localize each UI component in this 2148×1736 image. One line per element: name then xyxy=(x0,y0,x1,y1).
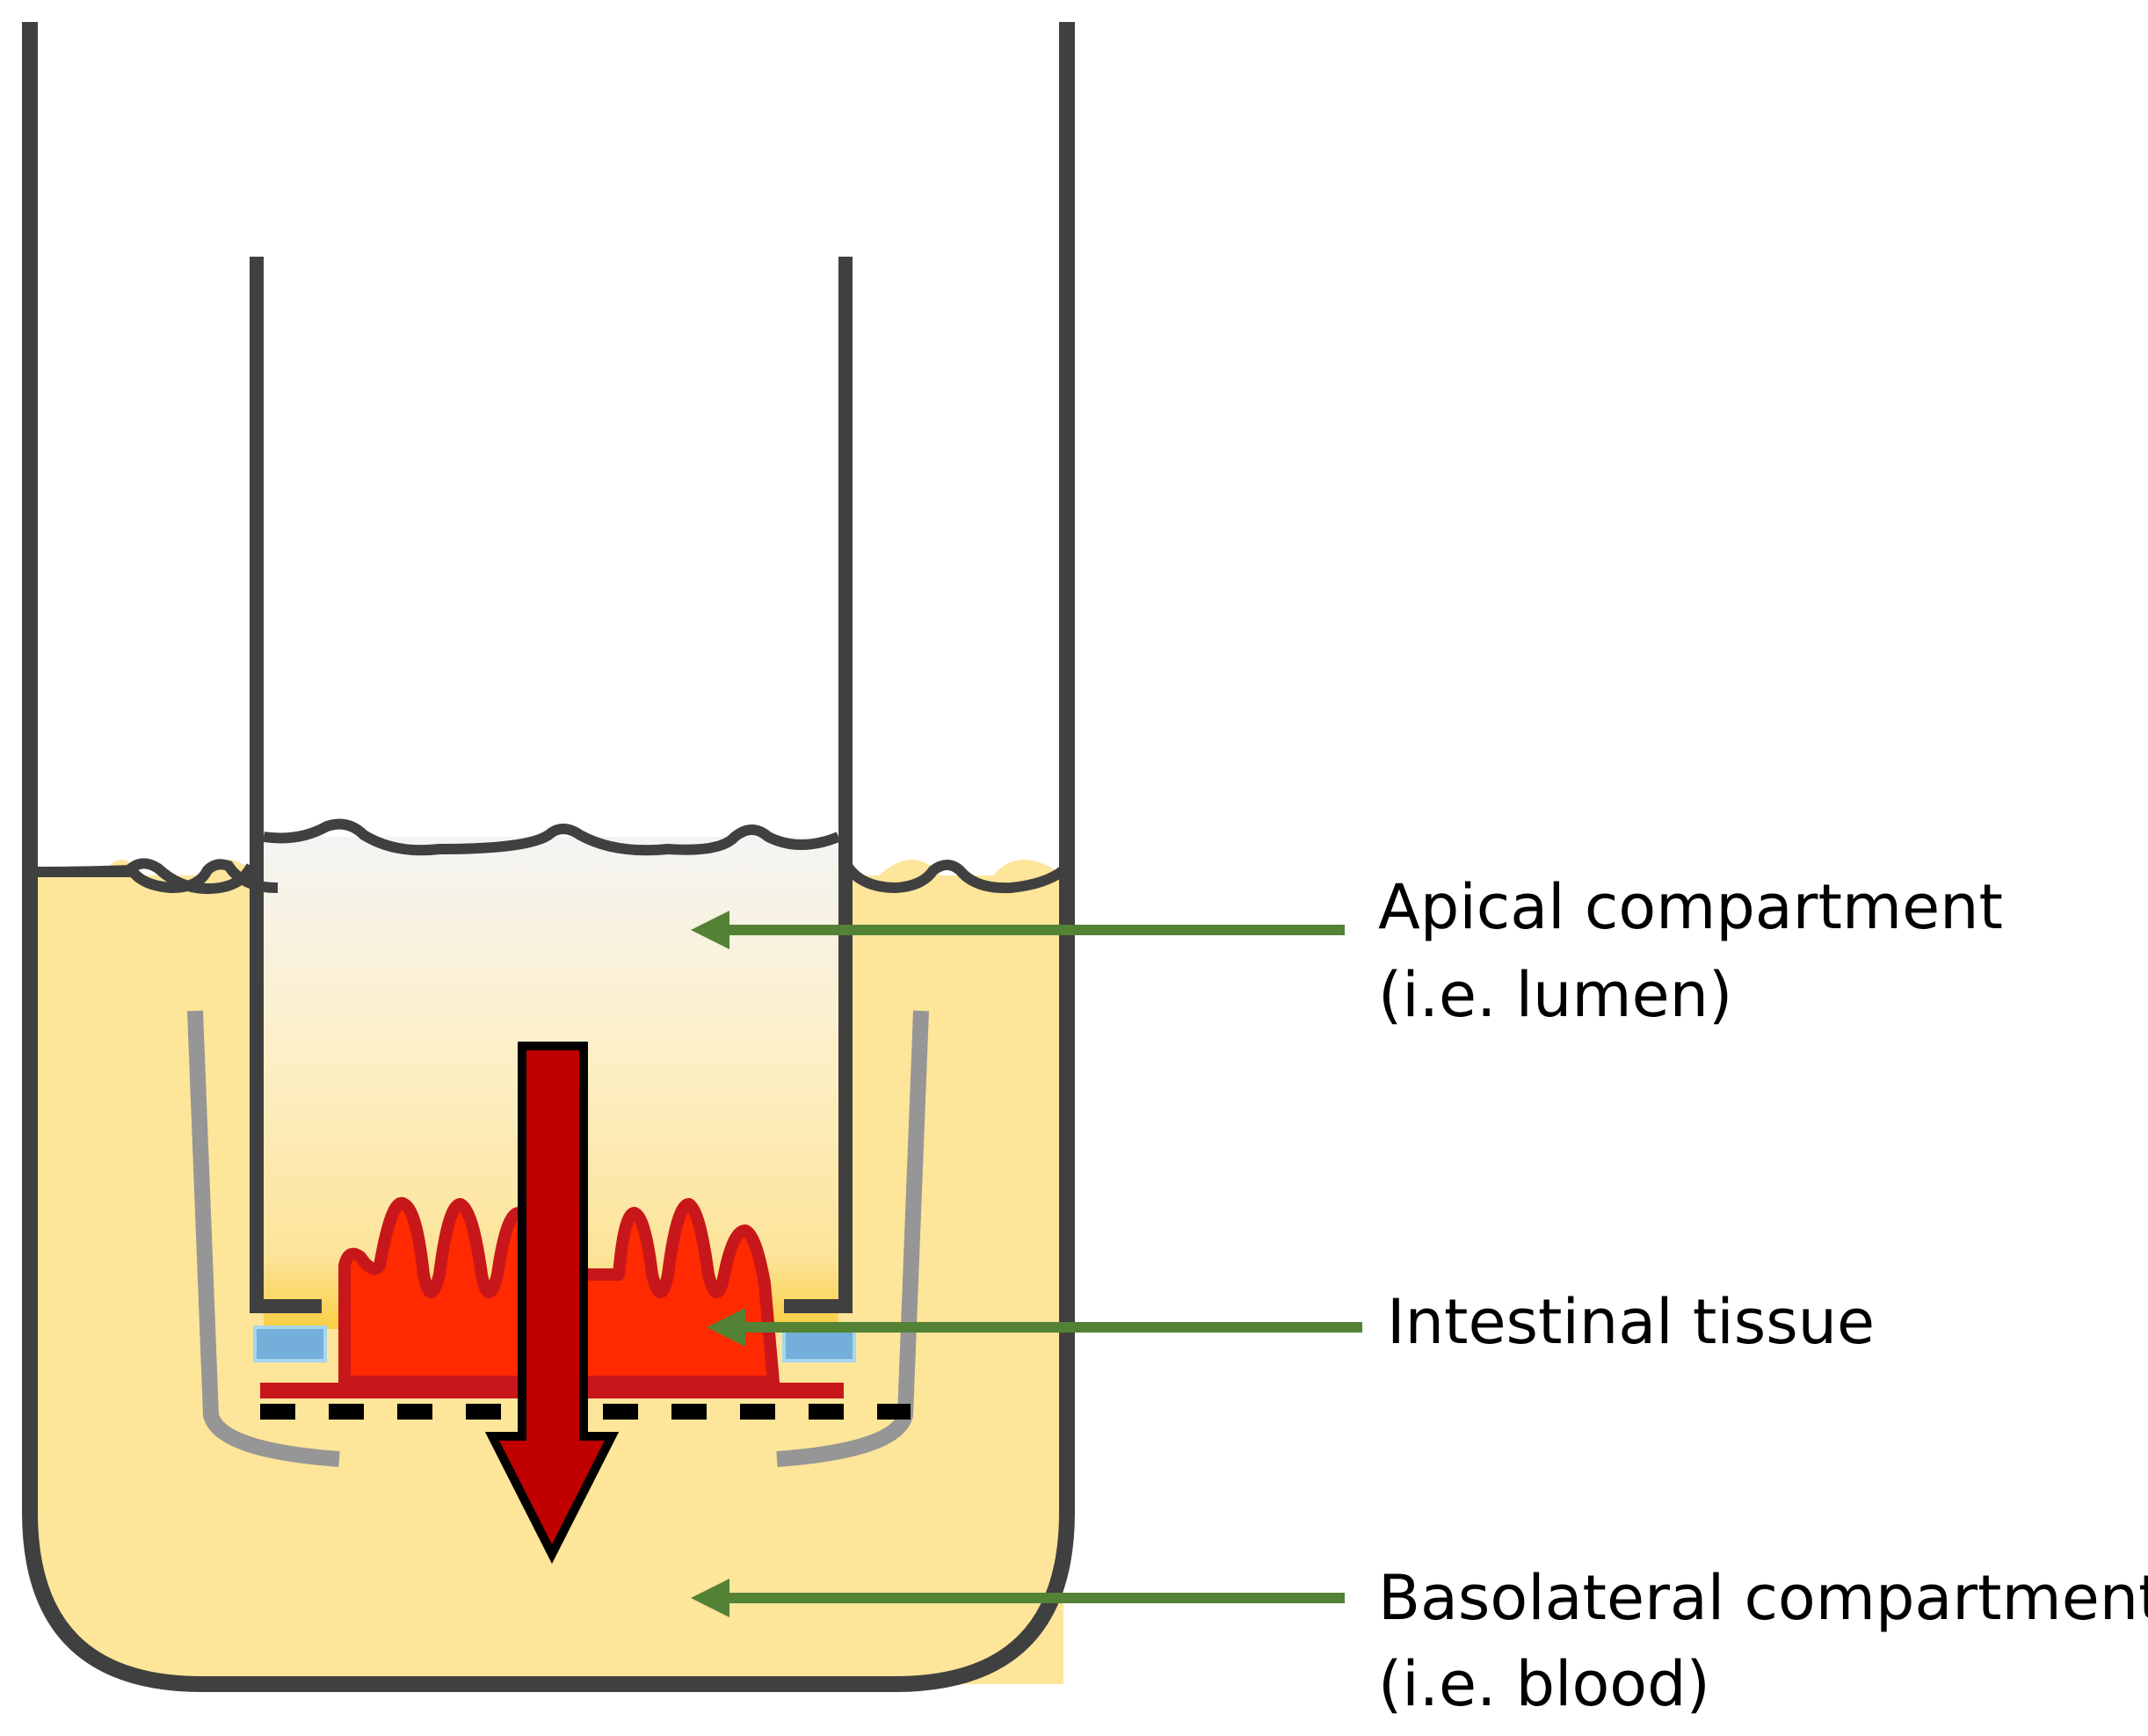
insert-holder-left xyxy=(187,1010,340,1467)
label-basolateral-line2: (i.e. blood) xyxy=(1378,1648,1710,1720)
pointer-arrow-tissue xyxy=(707,1308,1362,1347)
transport-arrow xyxy=(484,1042,620,1565)
apical-meniscus xyxy=(263,818,841,856)
outer-meniscus-right xyxy=(842,860,1067,894)
outer-meniscus-left-b xyxy=(33,858,257,894)
ring-left xyxy=(253,1326,327,1362)
label-basolateral-line1: Basolateral compartment xyxy=(1378,1562,2148,1634)
pointer-arrow-basolateral xyxy=(691,1579,1345,1617)
insert-wall-left xyxy=(250,257,322,1313)
pointer-arrow-apical xyxy=(691,911,1345,949)
label-apical-line2: (i.e. lumen) xyxy=(1378,959,1732,1031)
insert-wall-right xyxy=(784,257,853,1313)
label-apical-line1: Apical compartment xyxy=(1378,871,2003,943)
label-tissue: Intestinal tissue xyxy=(1387,1286,1875,1358)
